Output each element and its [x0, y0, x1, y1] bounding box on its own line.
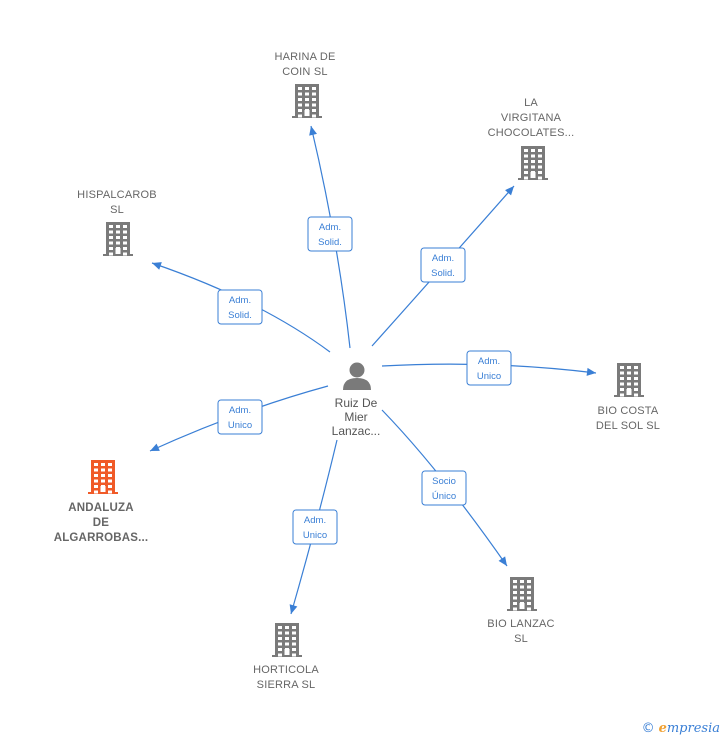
company-name-line: SL	[110, 204, 124, 216]
edge-label-line: Adm.	[478, 356, 500, 367]
company-node-virgitana[interactable]: LA VIRGITANA CHOCOLATES...	[488, 97, 575, 180]
edge-label-line: Unico	[303, 530, 327, 541]
company-node-hispalcarob[interactable]: HISPALCAROB SL	[77, 189, 157, 256]
person-name-line: Ruiz De	[335, 396, 378, 410]
building-icon	[103, 222, 133, 256]
company-node-biolanzac[interactable]: BIO LANZAC SL	[487, 577, 555, 645]
company-name-line: BIO COSTA	[598, 405, 659, 417]
building-icon	[88, 460, 118, 494]
edge-label-line: Solid.	[228, 310, 252, 321]
company-name-line: HISPALCAROB	[77, 189, 157, 201]
edge-label-box[interactable]: Adm. Unico	[466, 350, 512, 386]
building-icon	[614, 363, 644, 397]
arrow-head-icon	[586, 367, 596, 376]
edge-label-box[interactable]: Adm. Unico	[217, 399, 263, 435]
edge-label-line: Unico	[228, 420, 252, 431]
edge-label-line: Adm.	[229, 295, 251, 306]
building-icon	[507, 577, 537, 611]
edge-biocosta: Adm. Unico	[381, 350, 597, 386]
edge-hispalcarob: Adm. Solid.	[151, 262, 331, 353]
edge-label-line: Solid.	[318, 237, 342, 248]
person-name-line: Mier	[344, 410, 367, 424]
building-icon	[272, 623, 302, 657]
edge-label-box[interactable]: Adm. Solid.	[420, 247, 466, 283]
company-node-biocosta[interactable]: BIO COSTA DEL SOL SL	[596, 363, 660, 432]
company-name-line: ANDALUZA	[68, 502, 133, 514]
brand-initial: e	[658, 721, 667, 736]
edge-label-line: Adm.	[319, 222, 341, 233]
company-node-horticola[interactable]: HORTICOLA SIERRA SL	[253, 623, 319, 691]
edge-virgitana: Adm. Solid.	[371, 185, 515, 347]
brand-name: mpresia	[666, 721, 720, 736]
footer-brand: ©empresia	[642, 721, 720, 736]
edge-label-line: Solid.	[431, 268, 455, 279]
company-name-line: COIN SL	[282, 66, 327, 78]
company-name-line: HORTICOLA	[253, 664, 319, 676]
company-name-line: VIRGITANA	[501, 112, 562, 124]
company-name-line: DEL SOL SL	[596, 420, 660, 432]
edge-label-line: Socio	[432, 476, 456, 487]
center-node[interactable]: Ruiz DeMierLanzac...	[332, 362, 381, 439]
arrow-head-icon	[150, 443, 160, 451]
company-node-andaluza[interactable]: ANDALUZA DE ALGARROBAS...	[54, 460, 149, 544]
nodes-layer: HARINA DE COIN SL LA VIRGITANA CHOCOLATES...…	[54, 51, 660, 691]
arrow-head-icon	[505, 186, 514, 196]
company-name-line: DE	[93, 517, 110, 529]
edge-harina: Adm. Solid.	[307, 125, 353, 349]
edge-label-line: Unico	[477, 371, 501, 382]
edge-horticola: Adm. Unico	[289, 439, 338, 615]
edge-andaluza: Adm. Unico	[149, 385, 329, 452]
edge-label-box[interactable]: Adm. Solid.	[217, 289, 263, 325]
arrow-head-icon	[498, 556, 507, 566]
arrow-head-icon	[309, 126, 317, 136]
company-name-line: LA	[524, 97, 538, 109]
person-icon	[343, 362, 371, 390]
edge-label-line: Adm.	[432, 253, 454, 264]
edge-label-box[interactable]: Adm. Solid.	[307, 216, 353, 252]
building-icon	[292, 84, 322, 118]
arrow-head-icon	[152, 262, 162, 270]
company-name-line: ALGARROBAS...	[54, 532, 149, 544]
company-node-harina[interactable]: HARINA DE COIN SL	[274, 51, 335, 118]
arrow-head-icon	[289, 604, 298, 614]
company-name-line: SIERRA SL	[257, 679, 316, 691]
edges-layer: Adm.Solid.Adm.Solid.Adm.Solid.Adm.UnicoA…	[149, 125, 597, 615]
edge-label-box[interactable]: Adm. Unico	[292, 509, 338, 545]
company-name-line: CHOCOLATES...	[488, 127, 575, 139]
company-name-line: BIO LANZAC	[487, 618, 554, 630]
person-name-line: Lanzac...	[332, 424, 381, 438]
company-name-line: HARINA DE	[274, 51, 335, 63]
building-icon	[518, 146, 548, 180]
edge-label-line: Único	[432, 491, 456, 502]
company-name-line: SL	[514, 633, 528, 645]
edge-label-line: Adm.	[304, 515, 326, 526]
edge-label-line: Adm.	[229, 405, 251, 416]
copyright-symbol: ©	[641, 721, 655, 736]
